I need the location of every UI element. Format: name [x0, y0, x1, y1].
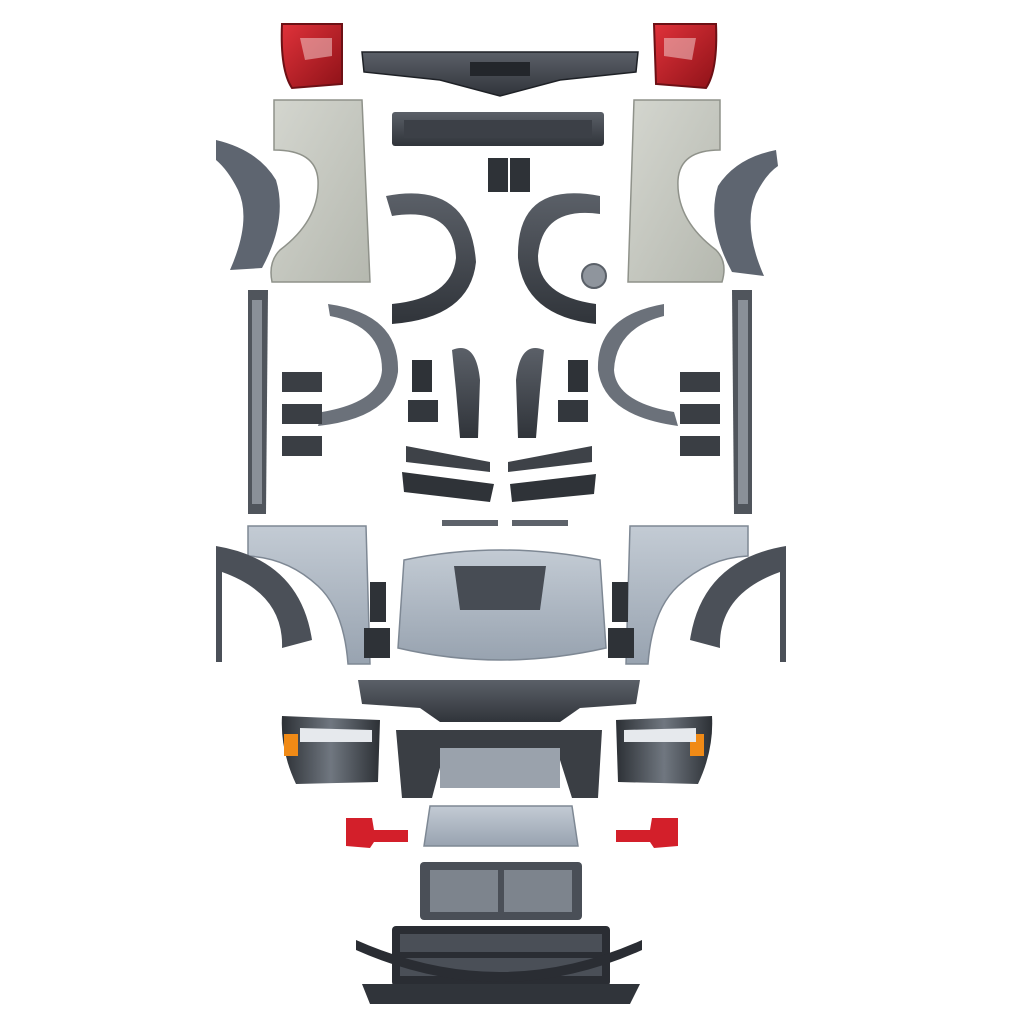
rear-bumper	[361, 51, 639, 97]
cowl-trims	[406, 446, 592, 472]
skid-plate	[423, 805, 579, 847]
hinge-brackets-right	[680, 372, 720, 456]
side-step-right	[732, 290, 752, 514]
grille-frame	[420, 862, 582, 920]
rear-fender-left	[270, 99, 371, 283]
tailgate-panel	[392, 112, 604, 146]
flare-extensions	[452, 348, 544, 438]
front-fender-left	[247, 525, 371, 665]
headlight-right	[616, 716, 713, 784]
headlight-left	[281, 716, 380, 784]
inner-flare-trim-left	[318, 304, 399, 426]
fender-brackets	[364, 582, 634, 658]
taillight-right	[652, 23, 718, 90]
lower-valance	[362, 984, 640, 1004]
fuel-door	[581, 263, 607, 289]
front-fender-right	[625, 525, 749, 665]
hood	[397, 549, 607, 661]
radiator-support	[396, 730, 602, 798]
inner-flare-trim-right	[597, 304, 678, 426]
mid-brackets	[412, 360, 588, 392]
rear-flare-left	[386, 193, 476, 324]
small-trim-strips	[442, 520, 568, 526]
hinge-brackets-left	[282, 372, 322, 456]
rear-flare-right	[517, 193, 600, 324]
rear-inner-liner-right	[714, 150, 778, 276]
vent-trims	[402, 472, 596, 502]
tow-hook-right	[616, 818, 678, 848]
rear-inner-liner-left	[216, 140, 280, 270]
front-inner-liner-left	[216, 546, 312, 662]
front-bumper-lower	[358, 680, 640, 722]
front-lip-spoiler	[356, 940, 642, 982]
tow-hook-left	[346, 818, 408, 848]
bed-brackets	[488, 158, 530, 192]
side-step-left	[248, 290, 268, 514]
rear-fender-right	[627, 99, 725, 283]
taillight-left	[280, 23, 343, 90]
mud-flaps	[408, 400, 588, 422]
front-inner-liner-right	[690, 546, 786, 662]
